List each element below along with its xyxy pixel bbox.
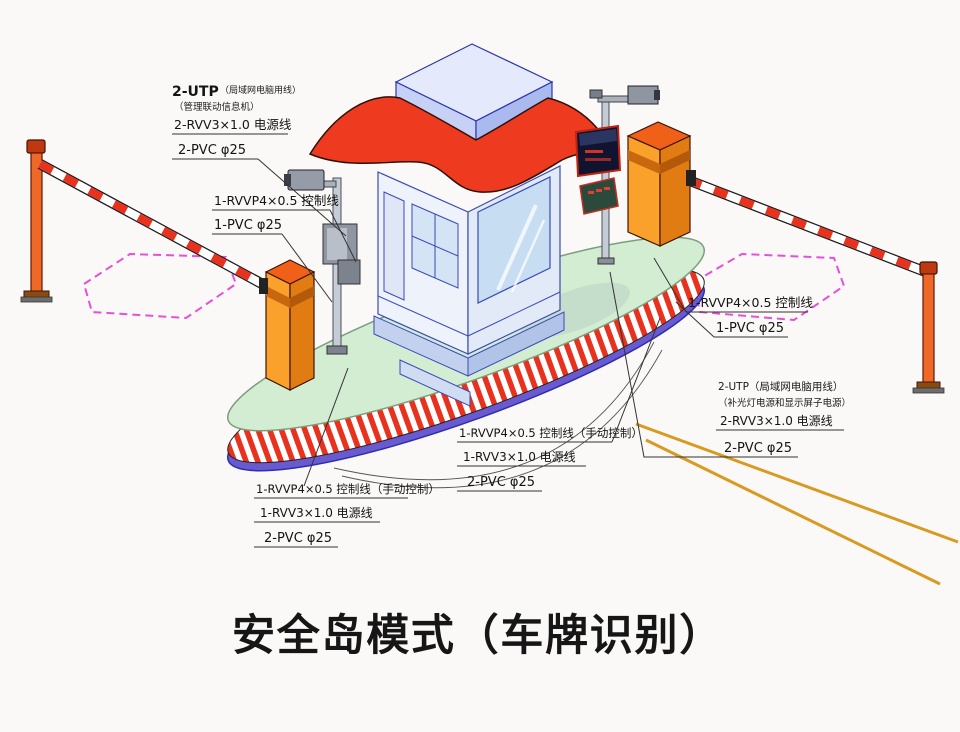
label-power-right: 2-RVV3×1.0 电源线 xyxy=(720,414,833,428)
label-control-leftbottom: 1-RVVP4×0.5 控制线（手动控制） xyxy=(256,482,440,496)
label-power-top: 2-RVV3×1.0 电源线 xyxy=(174,117,292,132)
label-utp-top-note: （局域网电脑用线） xyxy=(220,84,301,96)
lpr-camera-icon xyxy=(627,85,659,105)
label-pvc-rightmid: 1-PVC φ25 xyxy=(716,321,784,336)
label-utp-right-note: （补光灯电源和显示屏子电源） xyxy=(718,397,851,409)
booth-plinth-right xyxy=(467,311,565,377)
camera-pole-base xyxy=(326,345,348,355)
label-utp-top-note2: （管理联动信息机） xyxy=(174,101,260,113)
left-support-post-cap xyxy=(26,139,46,154)
left-post-base xyxy=(20,296,53,303)
right-barrier-arm xyxy=(686,175,928,277)
arm-joint xyxy=(259,278,268,294)
camera-lens xyxy=(284,174,291,186)
label-power-center: 1-RVV3×1.0 电源线 xyxy=(463,450,576,464)
label-power-leftbottom: 1-RVV3×1.0 电源线 xyxy=(260,506,373,520)
left-barrier-gate xyxy=(20,139,316,391)
pole-junction-box xyxy=(589,89,603,99)
window-shine xyxy=(496,204,538,291)
screen-glare xyxy=(579,129,617,146)
label-control-rightmid: 1-RVVP4×0.5 控制线 xyxy=(688,295,813,310)
reader-box xyxy=(337,259,361,285)
left-barrier-cabinet xyxy=(259,259,316,391)
left-barrier-arm xyxy=(37,159,269,291)
cable-labels: 2-UTP （局域网电脑用线） （管理联动信息机） 2-RVV3×1.0 电源线… xyxy=(172,84,851,546)
booth-door xyxy=(383,191,405,301)
camera-lens xyxy=(654,90,660,100)
label-control-leftmid: 1-RVVP4×0.5 控制线 xyxy=(214,193,339,208)
label-utp-right: 2-UTP（局域网电脑用线） xyxy=(718,380,843,393)
right-support-post xyxy=(922,273,935,385)
diagram-title: 安全岛模式（车牌识别） xyxy=(232,611,724,661)
booth-front-window xyxy=(477,176,551,304)
entrance-camera-pole xyxy=(284,169,361,355)
left-vehicle-loop-zone xyxy=(82,252,238,320)
label-control-center: 1-RVVP4×0.5 控制线（手动控制） xyxy=(459,426,643,440)
label-pvc-leftbottom: 2-PVC φ25 xyxy=(264,531,332,546)
right-barrier-cabinet xyxy=(626,121,696,247)
right-post-base xyxy=(912,387,945,394)
label-utp-top: 2-UTP xyxy=(172,84,219,100)
label-pvc-leftmid: 1-PVC φ25 xyxy=(214,218,282,233)
right-barrier-gate xyxy=(626,121,945,394)
label-pvc-top: 2-PVC φ25 xyxy=(178,143,246,158)
label-pvc-center: 2-PVC φ25 xyxy=(467,475,535,490)
lpr-display-unit xyxy=(574,124,622,215)
leader-lines xyxy=(172,133,844,548)
booth-step xyxy=(399,359,471,407)
entrance-camera-icon xyxy=(287,169,325,191)
screen-text-row xyxy=(585,150,603,153)
guard-booth xyxy=(373,165,565,407)
control-box-panel xyxy=(327,228,347,260)
label-pvc-right: 2-PVC φ25 xyxy=(724,441,792,456)
conduit-lines xyxy=(333,341,663,489)
right-support-post-cap xyxy=(919,261,938,275)
lane-edge-lines xyxy=(635,422,959,586)
arm-joint xyxy=(686,170,696,186)
left-support-post xyxy=(30,152,43,294)
display-pole-base xyxy=(597,257,615,265)
